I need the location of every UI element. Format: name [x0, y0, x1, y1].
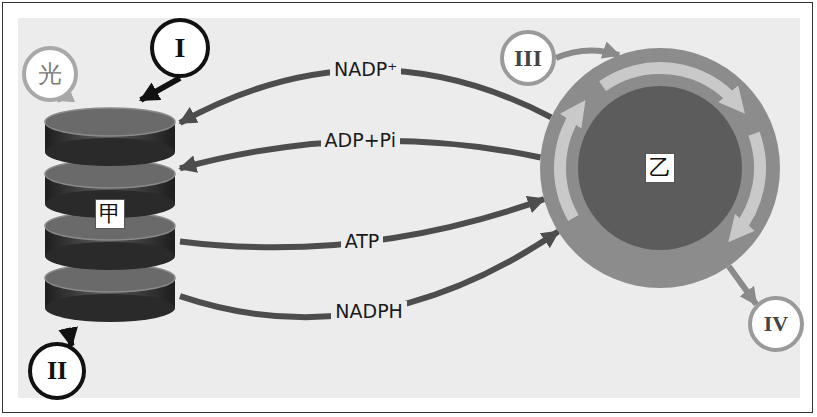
molecule-label: NADPH — [331, 301, 407, 323]
circle-outline — [152, 20, 208, 76]
callout-number: III — [514, 45, 542, 71]
input-circle: I — [150, 18, 210, 78]
input-circle: III — [500, 30, 556, 86]
cycle-arrow — [737, 134, 760, 233]
flow-arrow — [729, 266, 756, 304]
circle-outline — [24, 48, 76, 100]
output-circle: IV — [748, 296, 804, 352]
disc-bottom — [45, 242, 175, 270]
flow-arrow — [68, 328, 72, 346]
stroma-circle: 乙 — [540, 48, 780, 288]
flow-arrow — [141, 78, 180, 100]
disc-bottom — [45, 294, 175, 322]
circle-outline — [30, 344, 84, 398]
circle-outline — [502, 32, 554, 84]
thylakoid-stack: 甲 — [40, 100, 180, 328]
molecule-label: ADP+Pi — [321, 130, 400, 152]
region-label: 甲 — [95, 199, 125, 229]
molecule-label: ATP — [341, 231, 384, 253]
output-circle: II — [28, 342, 86, 400]
molecule-label: NADP⁺ — [330, 59, 401, 81]
callout-number: IV — [764, 312, 788, 336]
ring-outer — [540, 48, 780, 288]
cycle-arrow — [560, 111, 578, 218]
region-label: 乙 — [645, 153, 675, 183]
light-circle: 光 — [22, 46, 78, 102]
callout-number: I — [175, 33, 186, 64]
callout-number: II — [47, 357, 67, 386]
circle-outline — [750, 298, 802, 350]
disc-bottom — [45, 138, 175, 166]
cycle-arrow — [603, 68, 737, 104]
ring-inner — [578, 86, 742, 250]
disc-top — [45, 108, 175, 136]
flow-arrow — [556, 51, 619, 58]
callout-number: 光 — [38, 61, 62, 87]
